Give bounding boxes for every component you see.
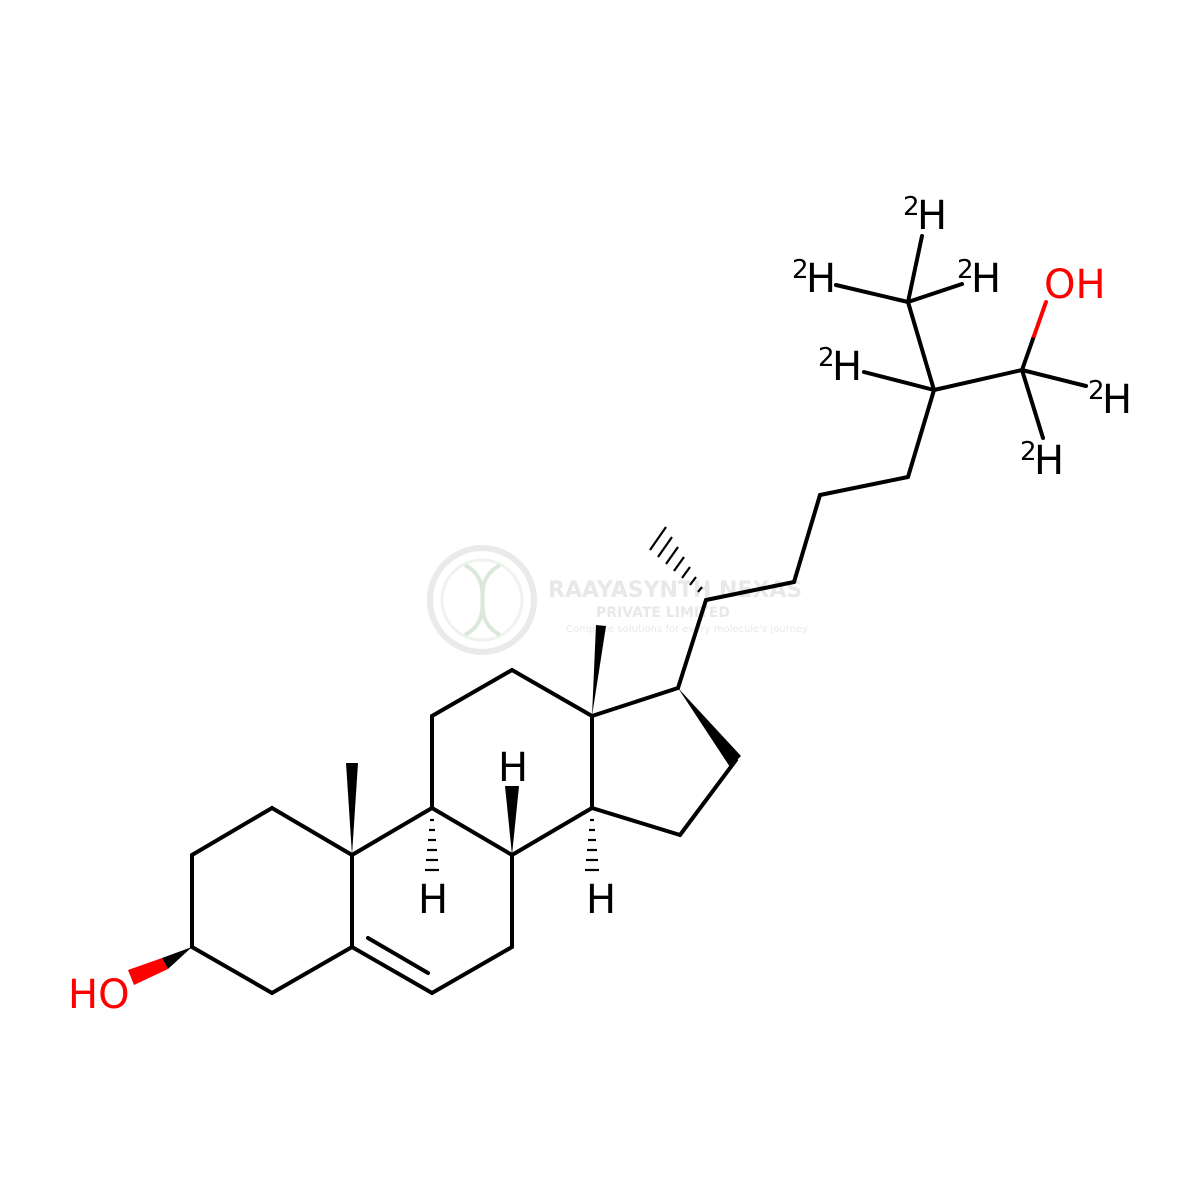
- hashed-bond-c20-methyl: [649, 526, 703, 593]
- bond: [590, 686, 680, 718]
- watermark-tagline: Complete solutions for every molecule's …: [566, 624, 808, 635]
- isotope-mass: 2: [903, 192, 920, 222]
- bond: [190, 945, 274, 995]
- isotope-mass: 2: [1020, 437, 1037, 467]
- bond: [270, 945, 354, 995]
- watermark: RAAYASYNTH NEXAS PRIVATE LIMITED Complet…: [427, 545, 808, 655]
- bond-cd2-d-right: [1020, 368, 1088, 388]
- deuterium-label-cd2-right: 2 H: [1088, 376, 1132, 423]
- bond: [430, 945, 514, 995]
- bond: [906, 300, 936, 392]
- deuterium-symbol: H: [971, 256, 1001, 302]
- double-bond: [350, 945, 434, 995]
- bond-c-o: [1020, 334, 1036, 372]
- bond: [678, 758, 738, 837]
- deuterium-label-cd3-right: 2 H: [957, 255, 1001, 302]
- deuterium-label-cd3-left: 2 H: [792, 255, 836, 302]
- deuterium-label-cd2-down: 2 H: [1020, 437, 1064, 484]
- bond: [430, 668, 514, 718]
- double-bond-inner: [366, 936, 430, 975]
- isotope-mass: 2: [957, 255, 974, 285]
- bond: [510, 668, 594, 718]
- isotope-mass: 2: [792, 255, 809, 285]
- deuterium-symbol: H: [917, 193, 947, 239]
- bond: [270, 806, 354, 857]
- deuterium-label-c25: 2 H: [818, 343, 862, 390]
- hashed-bond-c14-h: [585, 818, 599, 872]
- bond: [704, 580, 796, 602]
- bond: [430, 806, 514, 857]
- hydrogen-label-c14: H: [586, 877, 616, 923]
- bond: [590, 806, 682, 837]
- watermark-subtitle: PRIVATE LIMITED: [596, 605, 730, 621]
- hashed-bonds: [425, 526, 703, 872]
- deuterium-label-cd3-top: 2 H: [903, 192, 947, 239]
- bond-cd3-d-top: [906, 234, 924, 304]
- skeletal-bonds: [190, 234, 1088, 995]
- bond: [906, 388, 936, 479]
- bond: [510, 806, 594, 857]
- watermark-logo-ring: [427, 545, 537, 655]
- hydroxyl-label-c3: HO: [68, 972, 130, 1018]
- isotope-mass: 2: [818, 343, 835, 373]
- deuterium-symbol: H: [806, 256, 836, 302]
- bond: [676, 598, 708, 690]
- wedge-bond-c3-oh-black: [162, 947, 192, 969]
- bond: [792, 493, 822, 584]
- wedge-bond-c3-oh-red: [128, 958, 168, 985]
- watermark-logo-inner: [440, 558, 524, 642]
- bond-cd3-d-left: [834, 283, 910, 304]
- bond: [818, 475, 910, 497]
- hydrogen-label-c8: H: [498, 745, 528, 791]
- wedge-bond-c17-c16: [678, 688, 741, 767]
- bond: [190, 806, 274, 857]
- hydroxyl-label-terminal: OH: [1044, 262, 1106, 308]
- wedge-bond-c8-h: [505, 786, 519, 855]
- dna-helix-icon: [463, 563, 502, 637]
- deuterium-symbol: H: [1102, 377, 1132, 423]
- deuterium-symbol: H: [832, 344, 862, 390]
- wedge-bond-c18-methyl: [592, 625, 606, 716]
- bond-cd3-d-right: [906, 282, 964, 304]
- wedge-bond-c19-methyl: [346, 763, 358, 855]
- bond-c-o-hetero: [1032, 300, 1048, 338]
- isotope-mass: 2: [1088, 376, 1105, 406]
- bond-cd-d: [862, 370, 936, 392]
- bond: [932, 368, 1024, 392]
- watermark-company: RAAYASYNTH NEXAS: [548, 578, 802, 603]
- deuterium-symbol: H: [1034, 438, 1064, 484]
- bond-cd2-d-down: [1020, 368, 1045, 440]
- wedge-bonds: [128, 625, 741, 985]
- atom-labels: HO OH H H H 2 H 2 H 2 H 2 H 2 H 2 H: [68, 192, 1132, 1018]
- hydrogen-label-c9: H: [418, 877, 448, 923]
- bond: [350, 806, 434, 857]
- hashed-bond-c9-h: [425, 818, 439, 872]
